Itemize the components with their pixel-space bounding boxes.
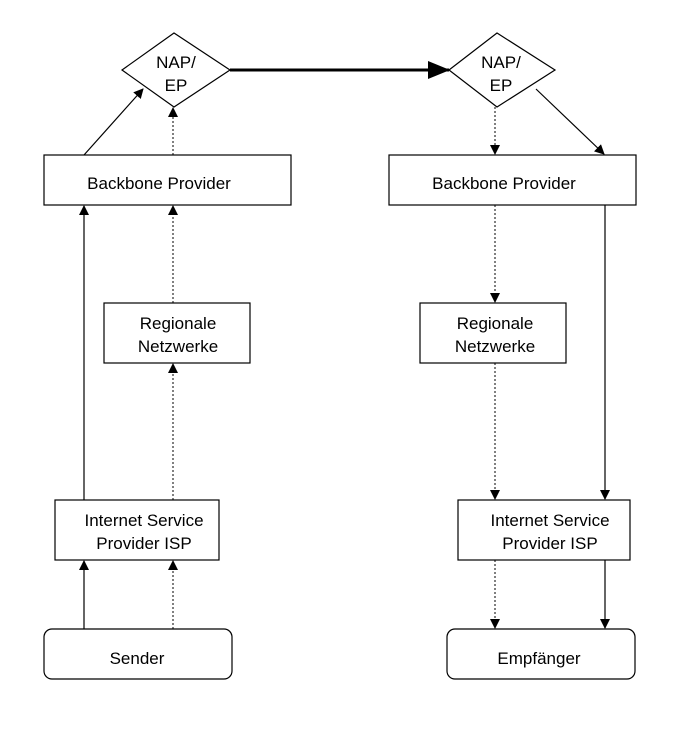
left-regional-node: Regionale Netzwerke [103, 302, 251, 364]
left-isp-label-line1: Internet Service [84, 511, 203, 530]
left-nap-ep-node: NAP/ EP [120, 32, 232, 108]
right-backbone-label: Backbone Provider [432, 174, 576, 193]
right-isp-label-line2: Provider ISP [502, 534, 597, 553]
left-regional-label-line2: Netzwerke [138, 337, 218, 356]
left-nap-label-line1: NAP/ [156, 53, 196, 72]
sender-label: Sender [110, 649, 165, 668]
right-regional-label-line2: Netzwerke [455, 337, 535, 356]
right-regional-label-line1: Regionale [457, 314, 534, 333]
left-backbone-label: Backbone Provider [87, 174, 231, 193]
left-isp-label-line2: Provider ISP [96, 534, 191, 553]
right-backbone-node: Backbone Provider [388, 154, 637, 206]
right-nap-to-backbone-arrow [535, 88, 605, 155]
right-nap-ep-node: NAP/ EP [448, 32, 557, 108]
left-regional-label-line1: Regionale [140, 314, 217, 333]
receiver-node: Empfänger [446, 628, 636, 680]
left-nap-label-line2: EP [165, 76, 188, 95]
right-isp-label-line1: Internet Service [490, 511, 609, 530]
receiver-label: Empfänger [497, 649, 580, 668]
right-isp-node: Internet Service Provider ISP [457, 499, 631, 561]
left-backbone-node: Backbone Provider [43, 154, 292, 206]
right-nap-label-line2: EP [490, 76, 513, 95]
right-nap-label-line1: NAP/ [481, 53, 521, 72]
sender-node: Sender [43, 628, 233, 680]
left-isp-node: Internet Service Provider ISP [54, 499, 220, 561]
right-regional-node: Regionale Netzwerke [419, 302, 567, 364]
left-backbone-to-nap-arrow [83, 88, 144, 156]
